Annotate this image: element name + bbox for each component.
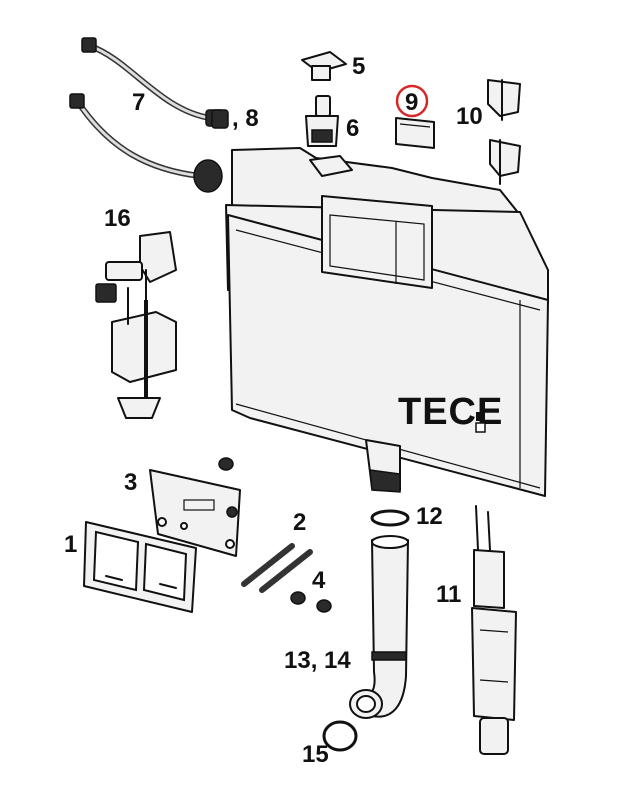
label-part-6: 6 — [346, 115, 359, 142]
part-11-flush-valve — [471, 505, 517, 755]
label-part-9: 9 — [405, 89, 418, 116]
part-3-mounting-plate — [149, 457, 241, 557]
label-part-7: 7 — [132, 89, 145, 116]
label-part-16: 16 — [104, 205, 131, 232]
label-part-12: 12 — [416, 503, 443, 530]
part-9-bracket — [395, 117, 435, 149]
cistern-body — [225, 147, 549, 497]
part-2-threaded-rods — [241, 543, 313, 593]
label-part-8: , 8 — [232, 105, 259, 132]
label-part-13-14: 13, 14 — [284, 647, 351, 674]
label-part-4: 4 — [312, 567, 326, 594]
part-7-hoses — [69, 37, 225, 193]
label-part-2: 2 — [293, 509, 306, 536]
part-5-flange — [301, 51, 347, 81]
label-part-11: 11 — [436, 581, 461, 608]
brand-logo-mark — [475, 412, 486, 433]
part-1-frame — [83, 521, 197, 613]
label-part-3: 3 — [124, 469, 137, 496]
part-labels: 1 2 3 4 5 6 7 , 8 9 10 11 12 13, 14 15 1… — [64, 53, 483, 768]
part-6-connector — [305, 95, 339, 147]
label-part-10: 10 — [456, 103, 483, 130]
label-part-1: 1 — [64, 531, 77, 558]
part-9-highlight-ring — [395, 84, 429, 118]
part-8-nut — [211, 109, 229, 129]
part-13-14-flush-bend — [349, 535, 409, 719]
part-12-seal — [370, 509, 410, 527]
part-15-seal — [322, 720, 358, 752]
part-10-clips — [487, 79, 521, 185]
part-4-nuts — [290, 591, 332, 613]
part-16-fill-valve — [95, 231, 177, 419]
label-part-15: 15 — [302, 741, 329, 768]
label-part-5: 5 — [352, 53, 365, 80]
brand-logo: TECE — [398, 391, 503, 433]
